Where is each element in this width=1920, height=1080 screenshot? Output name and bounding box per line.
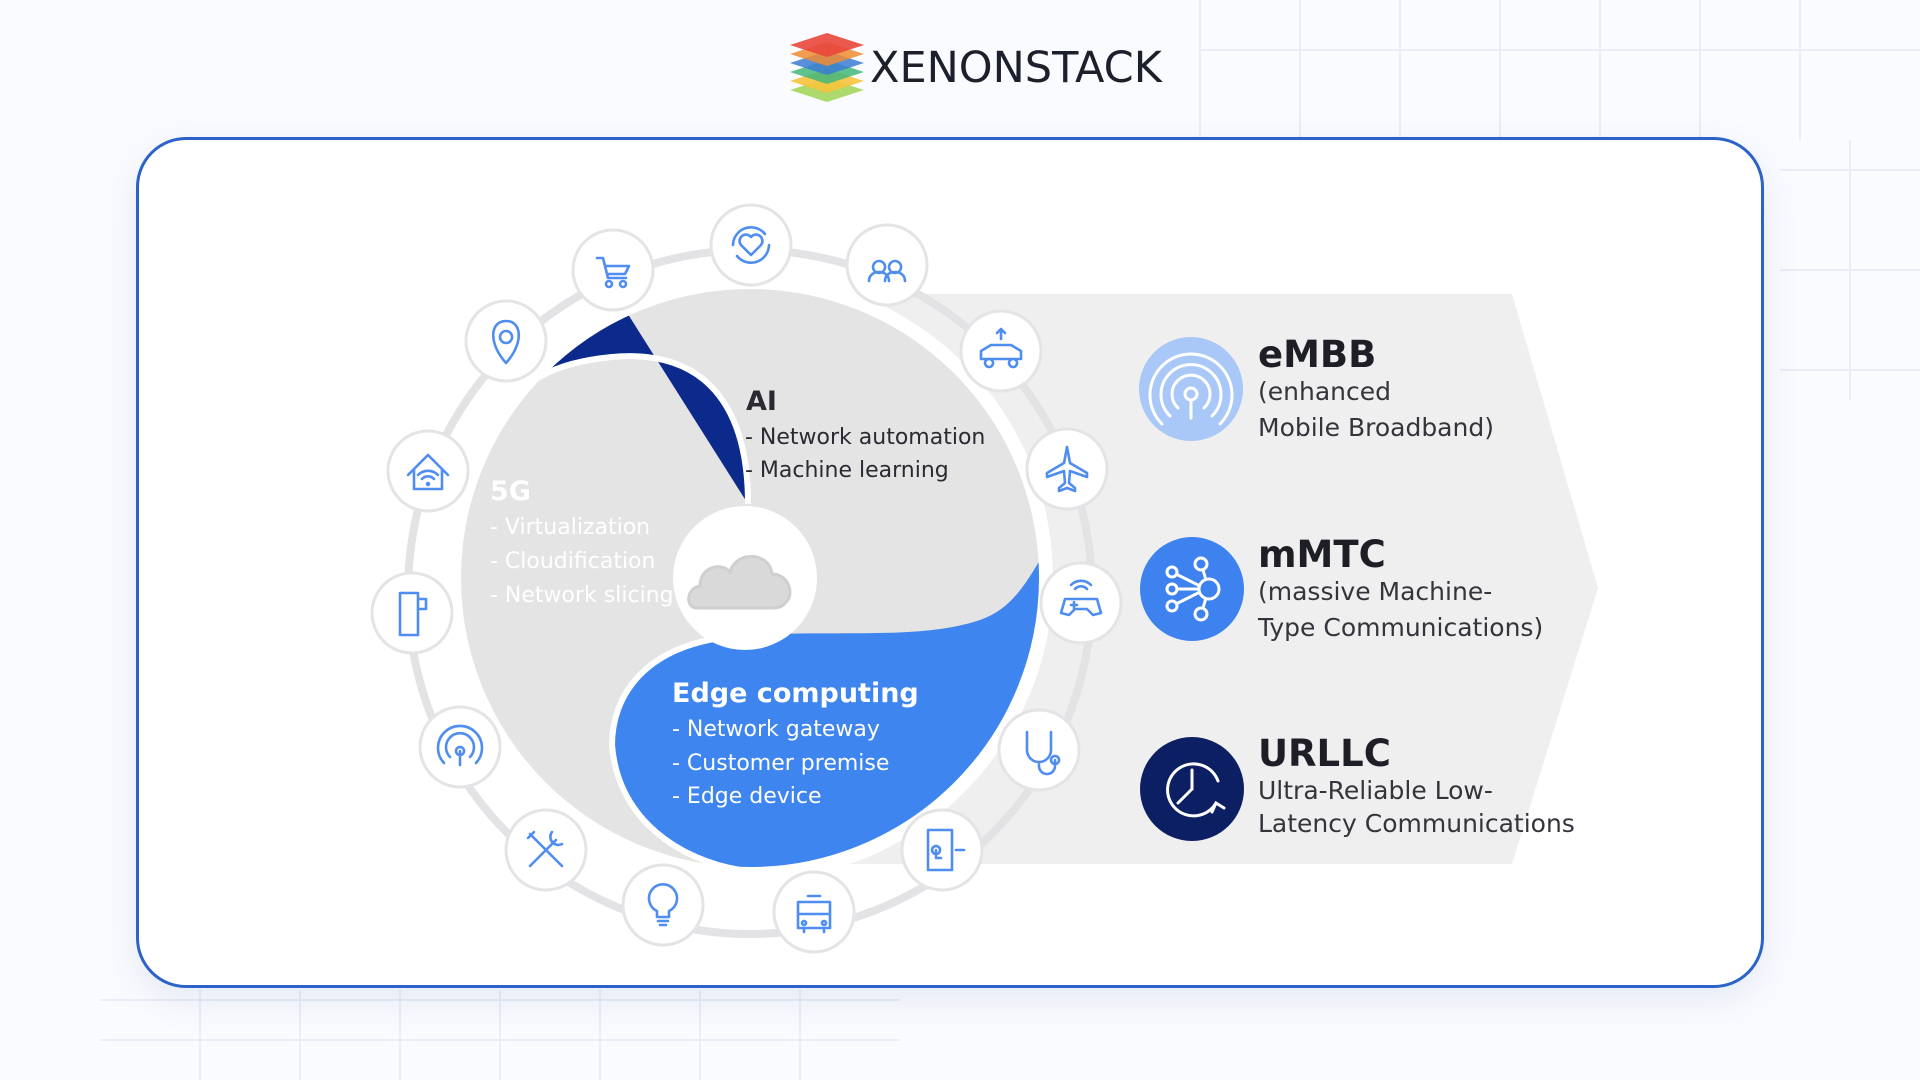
game-controller-icon (1039, 561, 1123, 645)
heart-sync-icon (709, 203, 793, 287)
embb-title: eMBB (1258, 333, 1377, 376)
stethoscope-icon (997, 708, 1081, 792)
connected-car-icon (959, 309, 1043, 393)
edge-item: - Customer premise (672, 751, 890, 776)
ai-title: AI (746, 386, 777, 417)
edge-item: - Edge device (672, 784, 822, 809)
ai-item: - Network automation (745, 425, 986, 450)
broadcast-icon (418, 705, 502, 789)
urllc-subtitle: Latency Communications (1258, 809, 1575, 838)
embb-subtitle: Mobile Broadband) (1258, 413, 1494, 442)
cloud-icon (687, 555, 792, 610)
mmtc-subtitle: (massive Machine- (1258, 577, 1493, 606)
urllc-title: URLLC (1258, 732, 1391, 775)
ai-item: - Machine learning (745, 458, 949, 483)
network-nodes-icon (1140, 537, 1244, 641)
5g-title: 5G (490, 476, 531, 507)
5g-item: - Virtualization (490, 515, 651, 540)
edge-title: Edge computing (672, 678, 919, 709)
embb-subtitle: (enhanced (1258, 377, 1391, 406)
5g-item: - Network slicing (490, 583, 674, 608)
brand-layers-icon (790, 33, 864, 102)
shopping-cart-icon (571, 228, 655, 312)
5g-item: - Cloudification (490, 549, 656, 574)
urllc-subtitle: Ultra-Reliable Low- (1258, 776, 1493, 805)
phone-icon (370, 571, 454, 655)
location-pin-icon (464, 299, 548, 383)
smart-home-icon (386, 429, 470, 513)
light-bulb-icon (621, 863, 705, 947)
bus-icon (772, 870, 856, 954)
airplane-icon (1025, 427, 1109, 511)
tools-icon (504, 808, 588, 892)
clock-icon (1140, 737, 1244, 841)
edge-item: - Network gateway (672, 717, 880, 742)
brand-logo: XENONSTACK (788, 26, 1162, 110)
door-lock-icon (900, 808, 984, 892)
mmtc-subtitle: Type Communications) (1258, 613, 1544, 642)
brand-name: XENONSTACK (870, 43, 1162, 93)
mmtc-title: mMTC (1258, 533, 1386, 576)
antenna-icon (1139, 337, 1243, 441)
people-group-icon (845, 223, 929, 307)
